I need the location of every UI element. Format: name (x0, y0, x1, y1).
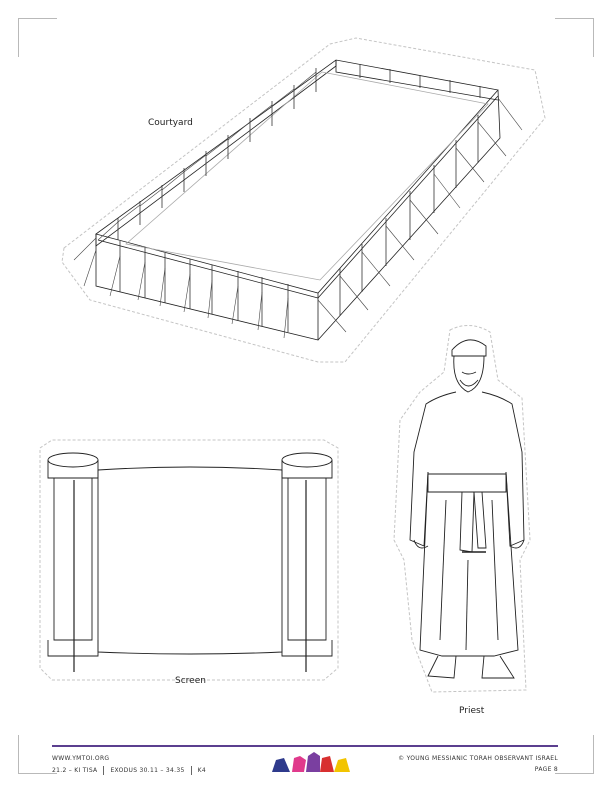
footer-rule (52, 745, 558, 747)
crop-mark-top-left (18, 18, 57, 57)
crop-mark-bottom-left (18, 735, 57, 774)
crop-mark-bottom-right (555, 735, 594, 774)
footer-page-number: PAGE 8 (534, 766, 558, 773)
courtyard-illustration (61, 37, 546, 363)
screen-illustration (39, 439, 339, 681)
footer-meta: 21.2 – KI TISA EXODUS 30.11 – 34.35 K4 (52, 766, 206, 775)
footer-copyright: © YOUNG MESSIANIC TORAH OBSERVANT ISRAEL (398, 755, 558, 762)
footer-scripture: EXODUS 30.11 – 34.35 (110, 767, 185, 774)
courtyard-label: Courtyard (148, 118, 193, 128)
priest-illustration (393, 325, 531, 693)
footer-level: K4 (197, 767, 206, 774)
screen-label: Screen (175, 676, 206, 686)
ymtoi-logo-icon (272, 752, 350, 772)
footer-lesson: 21.2 – KI TISA (52, 767, 98, 774)
footer-website: WWW.YMTOI.ORG (52, 755, 110, 762)
crop-mark-top-right (555, 18, 594, 57)
priest-label: Priest (459, 706, 485, 716)
